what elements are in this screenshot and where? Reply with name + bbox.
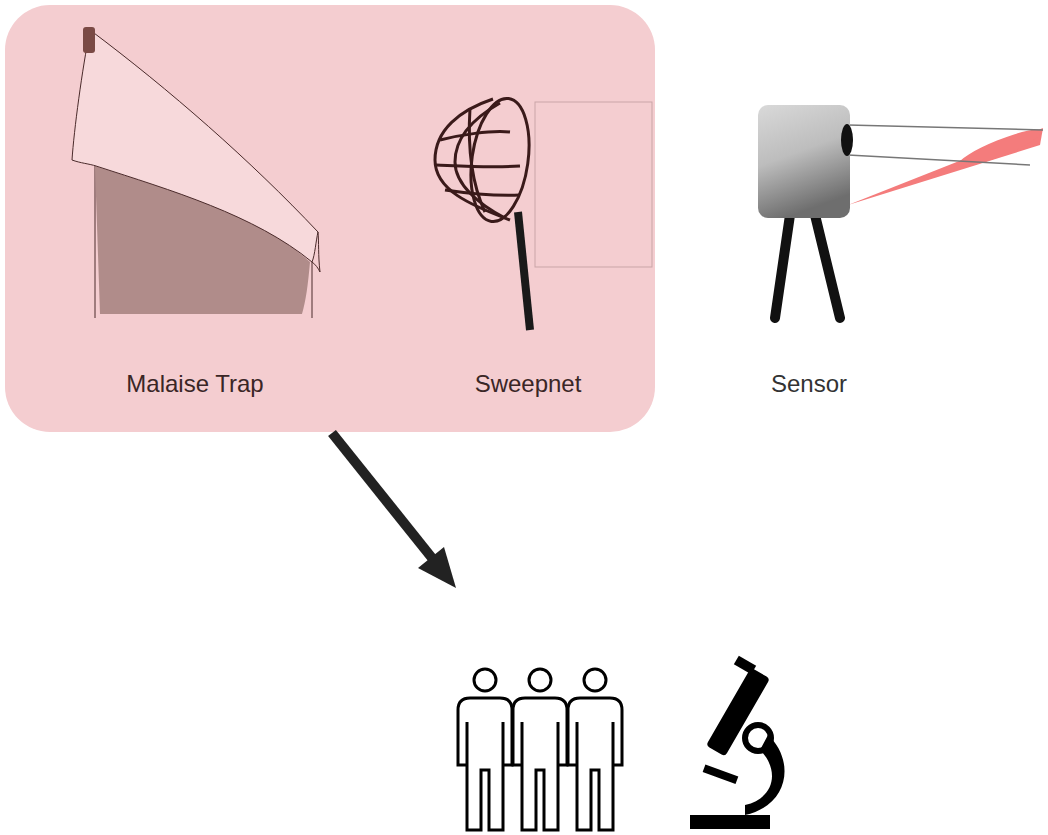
item-label: Sweepnet (475, 370, 582, 398)
malaise-trap-illustration (72, 27, 320, 318)
sensor-illustration (758, 105, 1045, 318)
people-icon (458, 669, 622, 830)
group-box: Malaise Trap Sweepnet (5, 5, 655, 432)
sweepnet-illustration (435, 95, 652, 330)
microscope-icon (690, 656, 785, 829)
flow-arrow (332, 433, 456, 588)
item-label: Sensor (771, 370, 847, 398)
item-label: Malaise Trap (126, 370, 263, 398)
